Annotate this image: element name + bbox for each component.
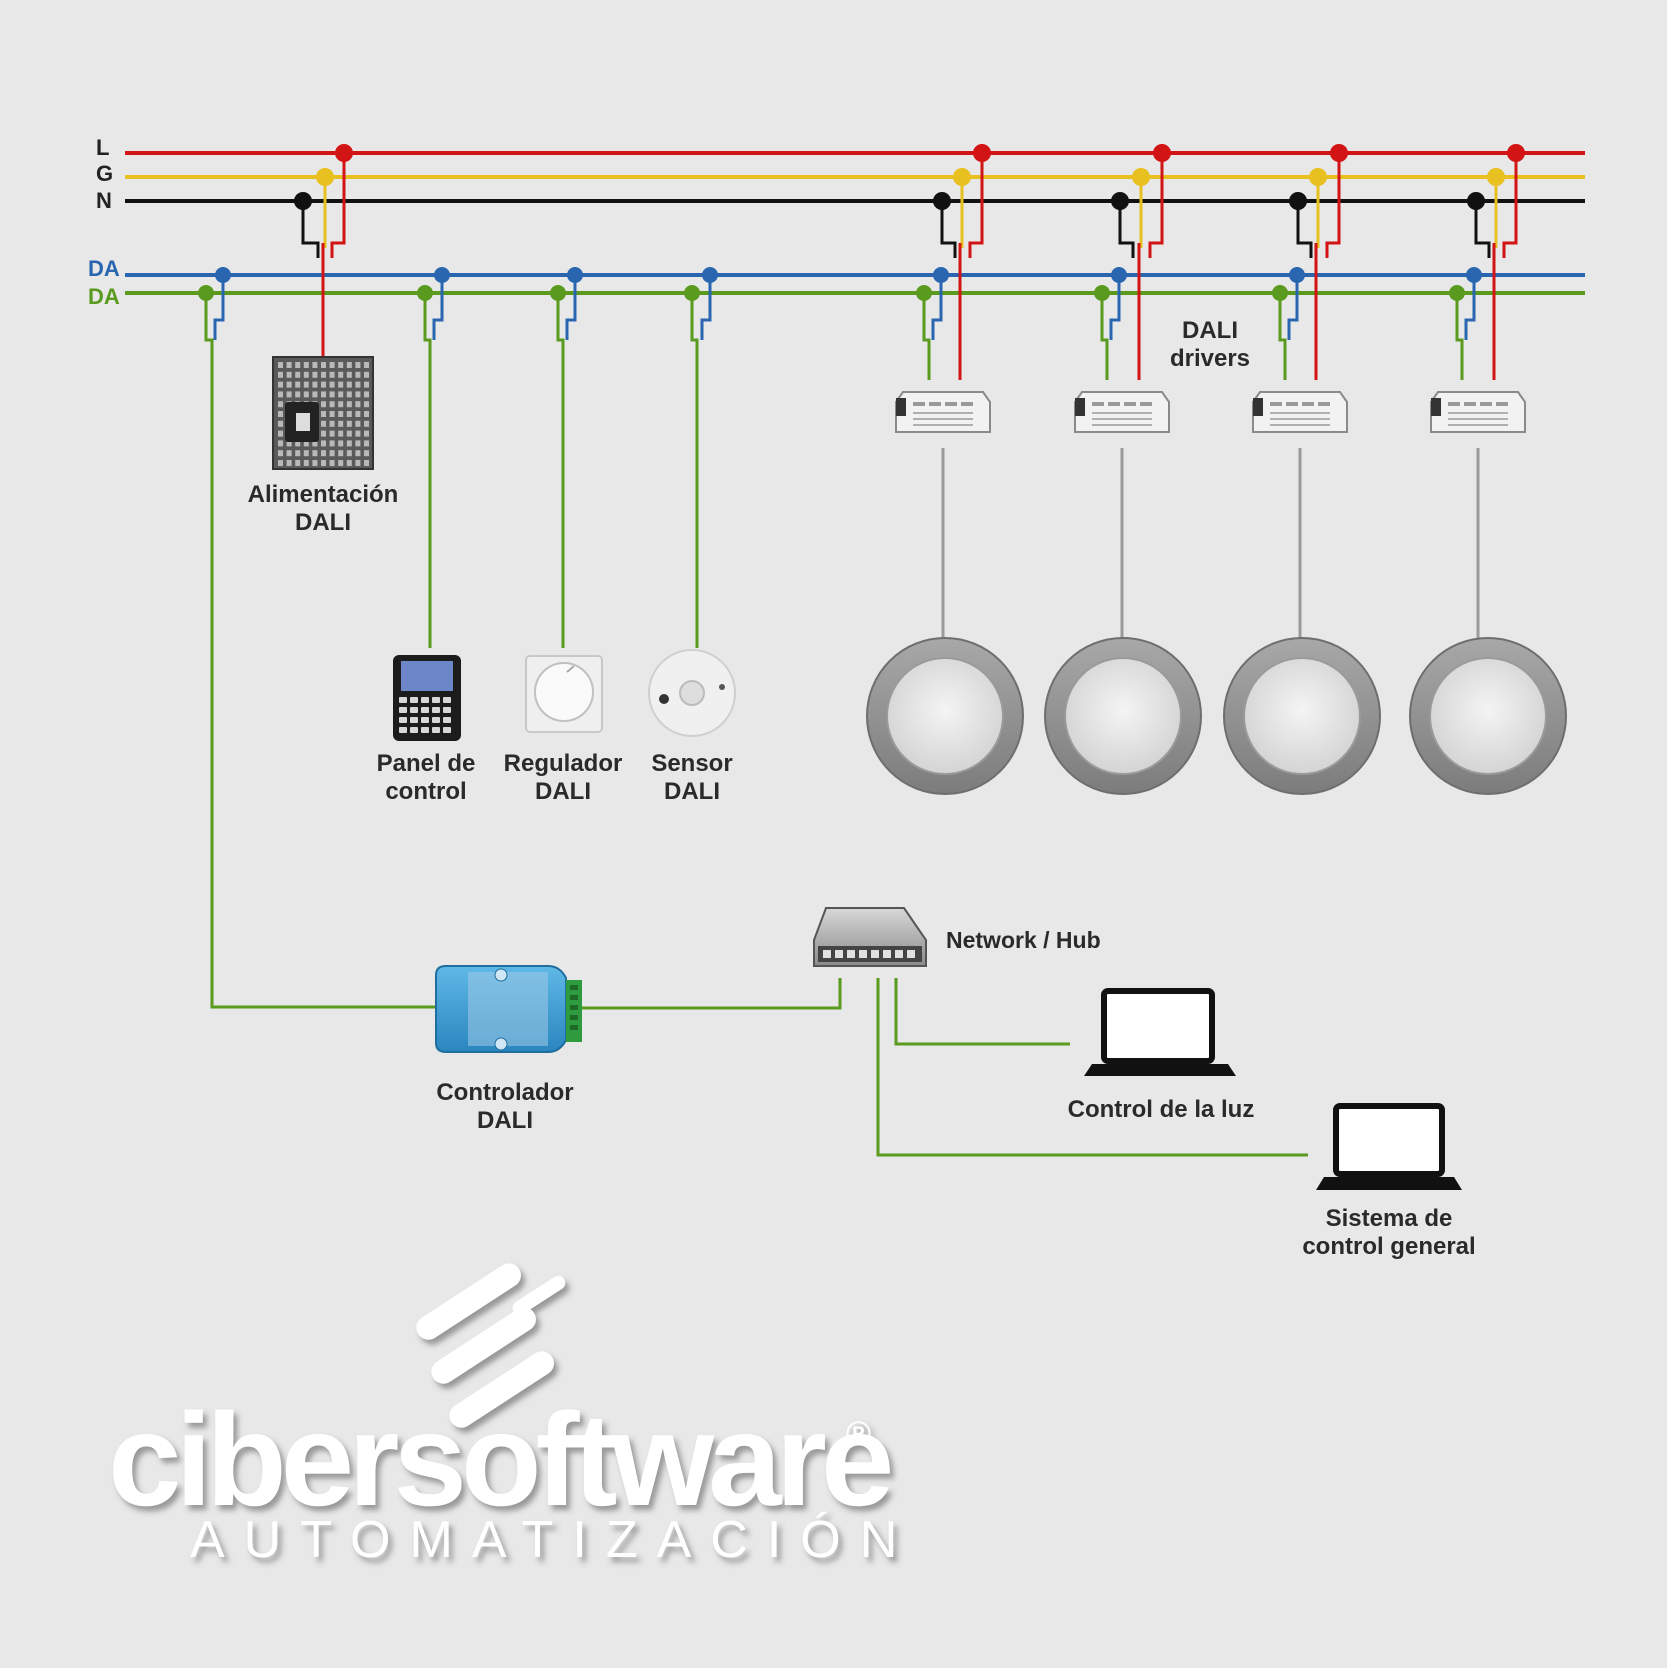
cibersoftware-logo: cibersoftware ® AUTOMATIZACIÓN [108,1263,916,1569]
driver-lamp-group-3 [1223,144,1381,795]
laptop-general-control-label-2: control general [1302,1233,1475,1260]
power-supply-label-1: Alimentación [248,481,399,508]
network-hub-label: Network / Hub [946,927,1101,953]
dali-controller-icon [435,965,582,1053]
dali-drivers-label-1: DALI [1182,317,1238,344]
driver-lamp-group-4 [1409,144,1567,795]
power-supply-icon [272,356,374,470]
dimmer-da-tap [550,267,583,648]
sensor-da-tap [684,267,718,648]
bus-label-da-green: DA [88,284,120,309]
sensor-icon [648,649,736,737]
control-panel-icon [393,655,461,741]
hub-laptop-light-link [894,978,1070,1046]
driver-lamp-group-2 [1044,144,1202,795]
dimmer-label-2: DALI [535,778,591,805]
logo-tagline: AUTOMATIZACIÓN [190,1511,916,1569]
dimmer-icon [525,655,603,733]
bus-label-da-blue: DA [88,256,120,281]
logo-mark-icon [416,1263,566,1428]
dali-drivers-label-2: drivers [1170,345,1250,372]
dali-driver-icon [1252,391,1348,433]
dali-driver-icon [1074,391,1170,433]
dali-driver-icon [1430,391,1526,433]
dali-controller-label-1: Controlador [436,1079,573,1106]
laptop-light-control-icon [1084,988,1236,1076]
logo-wordmark: cibersoftware [108,1386,890,1533]
sensor-label-2: DALI [664,778,720,805]
dimmer-label-1: Regulador [504,750,623,777]
dali-driver-icon [895,391,991,433]
logo-registered-mark: ® [846,1415,871,1453]
power-supply-label-2: DALI [295,509,351,536]
led-downlight-icon [1409,637,1567,795]
controller-da-tap [198,267,440,1009]
sensor-label-1: Sensor [651,750,732,777]
bus-label-g: G [96,161,113,186]
laptop-general-control-label-1: Sistema de [1326,1205,1453,1232]
led-downlight-icon [866,637,1024,795]
led-downlight-icon [1223,637,1381,795]
power-supply-tap [294,144,353,358]
dali-controller-label-2: DALI [477,1107,533,1134]
bus-label-n: N [96,188,112,213]
laptop-general-control-icon [1316,1103,1462,1190]
bus-label-l: L [96,135,109,160]
network-hub-icon [813,907,927,967]
control-panel-label-1: Panel de [377,750,476,777]
led-downlight-icon [1044,637,1202,795]
controller-hub-link [582,978,842,1010]
panel-da-tap [417,267,450,648]
laptop-light-control-label: Control de la luz [1068,1096,1255,1123]
hub-laptop-general-link [876,978,1308,1157]
control-panel-label-2: control [385,778,466,805]
driver-lamp-group-1 [866,144,1024,795]
